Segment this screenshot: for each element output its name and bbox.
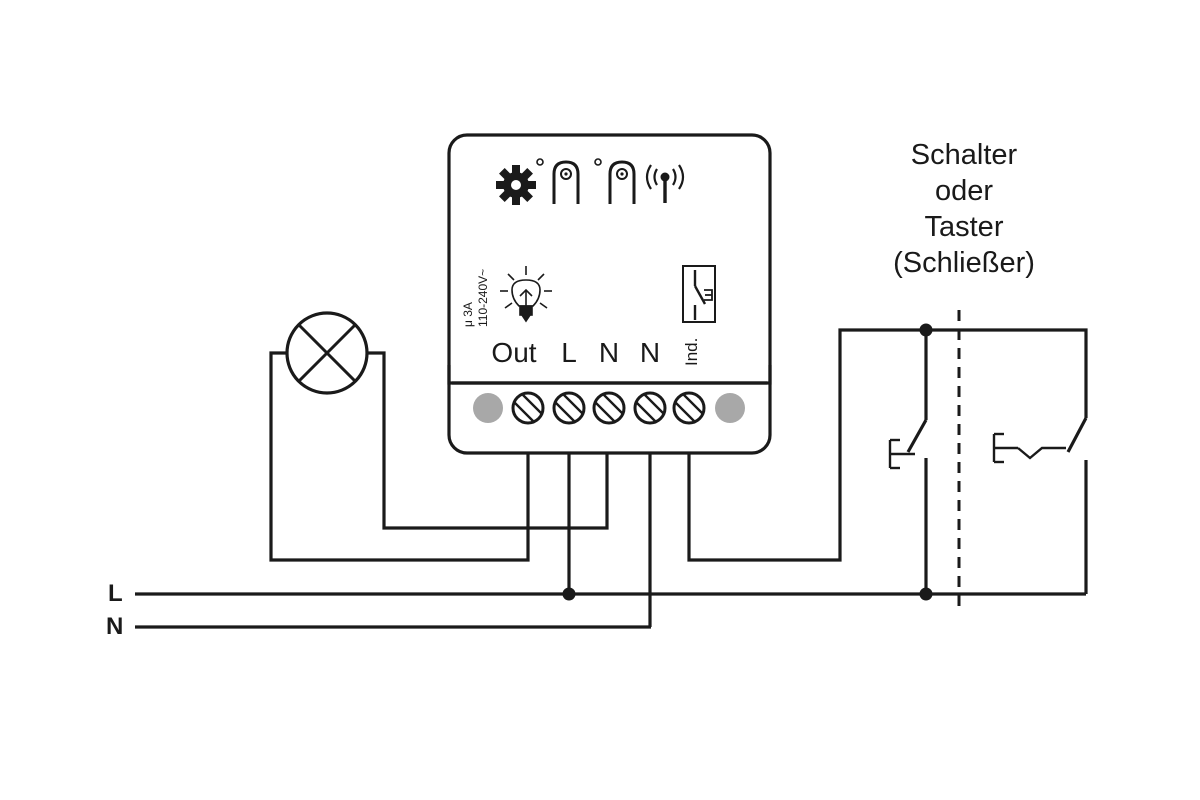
switch-input-icon	[682, 265, 716, 323]
rating-voltage: 110-240V~	[476, 269, 490, 327]
finger-tap-icon	[552, 160, 580, 204]
live-line-label: L	[108, 580, 123, 607]
terminal-blank-left	[473, 393, 503, 423]
terminal-screw-l	[552, 391, 586, 425]
terminal-label-n1: N	[599, 337, 619, 368]
terminal-screw-n1	[592, 391, 626, 425]
radio-antenna-icon	[645, 164, 685, 203]
switch-caption-line-3: Taster	[925, 211, 1004, 243]
finger-tap-icon	[608, 160, 636, 204]
lamp-to-neutral-wire	[367, 351, 609, 530]
terminal-screw-out	[511, 391, 545, 425]
terminal-label-ind: Ind.	[682, 338, 701, 366]
switch-caption-line-1: Schalter	[911, 139, 1018, 171]
terminal-label-l: L	[561, 337, 577, 368]
terminal-blank-right	[715, 393, 745, 423]
switch-caption: Schalter oder Taster (Schließer)	[893, 139, 1035, 279]
relay-module	[447, 133, 772, 455]
gear-icon	[496, 165, 536, 205]
neutral-line-label: N	[106, 613, 123, 640]
switch-caption-line-2: oder	[935, 175, 993, 207]
lamp-symbol	[285, 311, 369, 395]
ind-terminal-wire	[687, 328, 1088, 562]
terminal-screw-n2	[633, 391, 667, 425]
tap-indicator-dot	[594, 158, 602, 166]
gear-indicator-dot	[536, 158, 544, 166]
switch-caption-line-4: (Schließer)	[893, 247, 1035, 279]
switch-symbol	[888, 330, 928, 594]
rating-current: μ 3A	[461, 302, 475, 327]
lamp-to-out-wire	[269, 351, 530, 562]
light-bulb-icon	[500, 266, 552, 323]
live-junction-dot	[562, 587, 576, 601]
terminal-screw-ind	[672, 391, 706, 425]
terminal-label-out: Out	[491, 337, 536, 368]
terminal-label-n2: N	[640, 337, 660, 368]
pushbutton-symbol	[992, 417, 1088, 594]
